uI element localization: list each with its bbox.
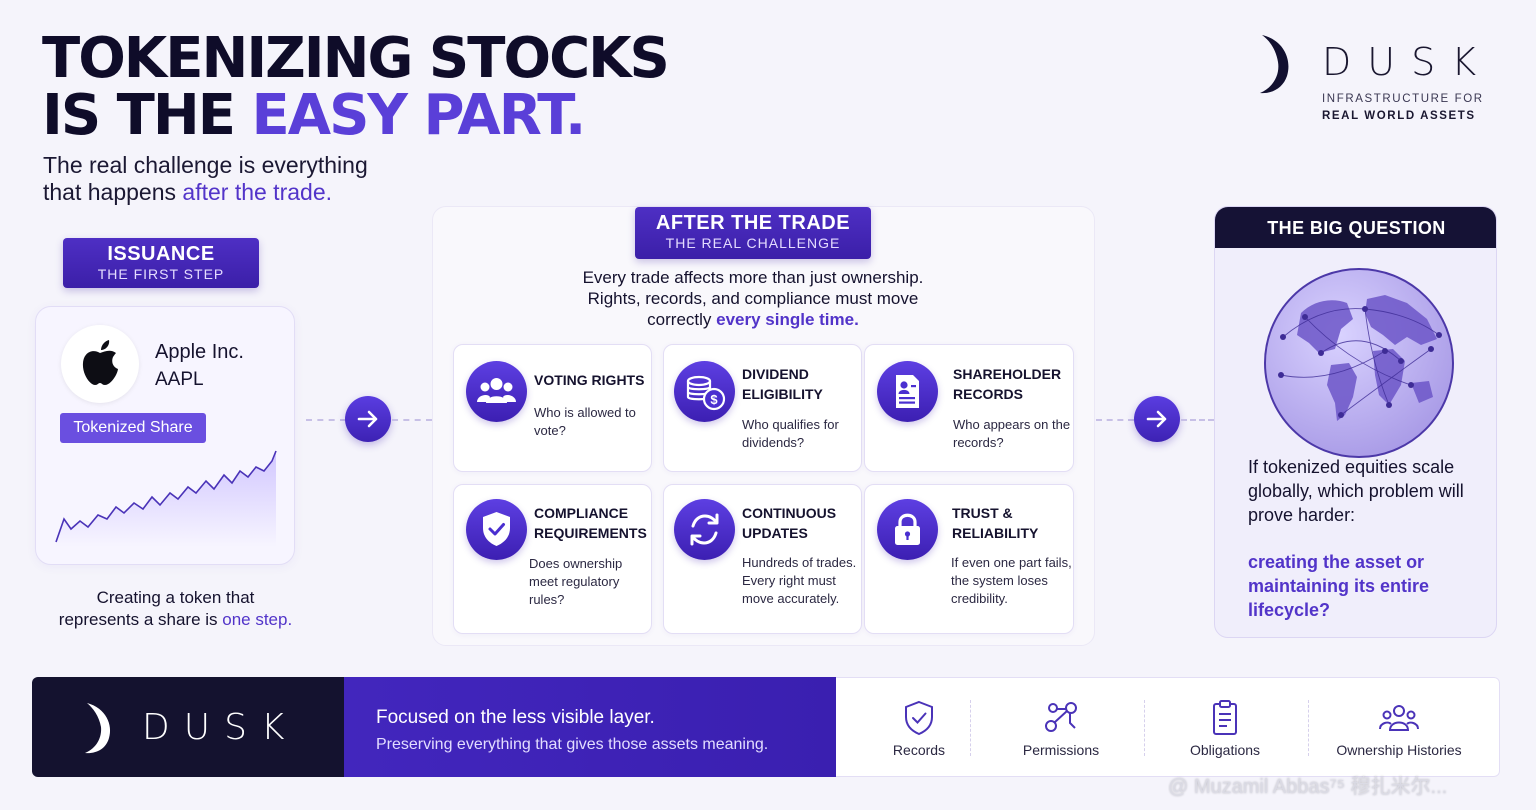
subhead-line-1: The real challenge is everything: [43, 152, 368, 178]
intro-accent: every single time.: [716, 310, 859, 329]
brand-wordmark: DUSK: [1322, 40, 1493, 84]
feature-card-shareholder-records: SHAREHOLDER RECORDS Who appears on the r…: [864, 344, 1074, 472]
price-sparkline: [55, 450, 277, 547]
tokenized-share-badge: Tokenized Share: [60, 413, 206, 443]
issuance-title: ISSUANCE: [107, 243, 215, 265]
document-person-icon: [877, 361, 938, 422]
big-question-highlight: creating the asset or maintaining its en…: [1248, 552, 1430, 620]
pillar-label: Obligations: [1189, 742, 1261, 758]
subhead: The real challenge is everything that ha…: [43, 152, 368, 206]
footer-line-1: Focused on the less visible layer.: [376, 707, 655, 728]
arrow-right-icon: [1134, 396, 1180, 442]
headline: TOKENIZING STOCKS IS THE EASY PART.: [42, 26, 670, 144]
ticker-symbol: AAPL: [155, 369, 204, 390]
arrow-right-icon: [345, 396, 391, 442]
feature-desc: Hundreds of trades. Every right must mov…: [742, 555, 857, 606]
company-name: Apple Inc.: [155, 341, 244, 363]
issuance-label: ISSUANCE THE FIRST STEP: [63, 238, 259, 288]
feature-desc: Who is allowed to vote?: [534, 405, 636, 438]
after-trade-intro: Every trade affects more than just owner…: [460, 267, 1046, 330]
issuance-caption-prefix: represents a share is: [58, 610, 223, 629]
apple-logo-badge: [61, 325, 139, 403]
issuance-subtitle: THE FIRST STEP: [97, 266, 225, 282]
issuance-caption: Creating a token that represents a share…: [38, 587, 313, 631]
subhead-accent: after the trade.: [182, 179, 332, 205]
big-question-text: If tokenized equities scale globally, wh…: [1248, 457, 1464, 525]
feature-card-continuous-updates: CONTINUOUS UPDATES Hundreds of trades. E…: [663, 484, 862, 634]
feature-title: DIVIDEND ELIGIBILITY: [742, 366, 823, 402]
pillar-label: Records: [892, 742, 946, 758]
feature-desc: Who qualifies for dividends?: [742, 417, 839, 450]
connector-dash-2a: [1096, 419, 1134, 421]
feature-title: COMPLIANCE REQUIREMENTS: [534, 505, 647, 541]
footer-pillars: Records Permissions Obligations: [836, 677, 1500, 777]
feature-title: VOTING RIGHTS: [534, 372, 645, 388]
feature-title: CONTINUOUS UPDATES: [742, 505, 837, 541]
issuance-caption-line-2: represents a share is one step.: [38, 609, 313, 631]
feature-card-compliance-requirements: COMPLIANCE REQUIREMENTS Does ownership m…: [453, 484, 652, 634]
feature-desc: Who appears on the records?: [953, 417, 1071, 450]
connector-dash-2b: [1181, 419, 1214, 421]
footer-brand: DUSK: [32, 677, 344, 777]
footer-wordmark: DUSK: [142, 707, 299, 748]
shield-check-icon: [466, 499, 527, 560]
headline-line-2: IS THE EASY PART.: [42, 87, 668, 144]
intro-line-1: Every trade affects more than just owner…: [582, 268, 924, 287]
pillar-divider: [970, 700, 971, 756]
crescent-moon-icon: [85, 703, 111, 754]
connector-dash-1b: [392, 419, 432, 421]
crescent-moon-icon: [1260, 35, 1289, 94]
network-globe-icon: [1264, 268, 1454, 458]
issuance-caption-accent: one step.: [222, 610, 293, 629]
brand-tagline-2: REAL WORLD ASSETS: [1322, 110, 1476, 122]
feature-title: TRUST & RELIABILITY: [952, 505, 1039, 541]
pillar-label: Ownership Histories: [1336, 742, 1462, 758]
pillar-divider: [1144, 700, 1145, 756]
after-trade-title: AFTER THE TRADE: [655, 212, 851, 234]
big-question-card: THE BIG QUESTION If tokenized: [1214, 206, 1497, 638]
subhead-line-2-prefix: that happens: [43, 179, 183, 205]
nodes-key-icon: [1045, 702, 1077, 732]
pillar-ownership-histories: Ownership Histories: [1316, 678, 1482, 777]
intro-line-3: correctly every single time.: [460, 309, 1046, 330]
pillar-obligations: Obligations: [1142, 678, 1308, 777]
after-trade-subtitle: THE REAL CHALLENGE: [665, 235, 841, 251]
issuance-caption-line-1: Creating a token that: [96, 588, 255, 607]
watermark: @ Muzamil Abbas⁷⁵ 穆扎米尔...: [1168, 776, 1448, 798]
feature-card-dividend-eligibility: $ DIVIDEND ELIGIBILITY Who qualifies for…: [663, 344, 862, 472]
feature-desc: If even one part fails, the system loses…: [951, 555, 1072, 606]
headline-accent: EASY PART.: [251, 83, 586, 148]
people-group-icon: [466, 361, 527, 422]
footer-banner: DUSK Focused on the less visible layer. …: [32, 677, 1500, 777]
big-question-title: THE BIG QUESTION: [1215, 207, 1496, 248]
feature-card-trust-reliability: TRUST & RELIABILITY If even one part fai…: [864, 484, 1074, 634]
feature-desc: Does ownership meet regulatory rules?: [529, 556, 623, 607]
brand-logo: DUSK INFRASTRUCTURE FOR REAL WORLD ASSET…: [1254, 32, 1494, 127]
sync-arrows-icon: [674, 499, 735, 560]
brand-tagline-1: INFRASTRUCTURE FOR: [1322, 93, 1484, 105]
pillar-permissions: Permissions: [978, 678, 1144, 777]
intro-line-3-prefix: correctly: [647, 310, 717, 329]
headline-line-2-prefix: IS THE: [42, 83, 252, 148]
headline-line-1: TOKENIZING STOCKS: [42, 26, 670, 91]
users-group-outline-icon: [1379, 705, 1419, 731]
svg-text:$: $: [710, 392, 718, 407]
shield-check-outline-icon: [905, 700, 933, 736]
footer-line-2: Preserving everything that gives those a…: [376, 736, 769, 753]
intro-line-2: Rights, records, and compliance must mov…: [587, 289, 919, 308]
coins-dollar-icon: $: [674, 361, 735, 422]
subhead-line-2: that happens after the trade.: [43, 179, 368, 206]
apple-logo-icon: [82, 340, 118, 385]
feature-card-voting-rights: VOTING RIGHTS Who is allowed to vote?: [453, 344, 652, 472]
feature-title: SHAREHOLDER RECORDS: [953, 366, 1062, 402]
connector-dash-1a: [306, 419, 346, 421]
pillar-label: Permissions: [1022, 742, 1100, 758]
pillar-divider: [1308, 700, 1309, 756]
padlock-icon: [877, 499, 938, 560]
after-trade-label: AFTER THE TRADE THE REAL CHALLENGE: [635, 207, 871, 259]
clipboard-list-icon: [1213, 700, 1237, 735]
footer-message: Focused on the less visible layer. Prese…: [344, 677, 836, 777]
pillar-records: Records: [836, 678, 1002, 777]
issuance-card: Apple Inc. AAPL Tokenized Share: [35, 306, 295, 565]
